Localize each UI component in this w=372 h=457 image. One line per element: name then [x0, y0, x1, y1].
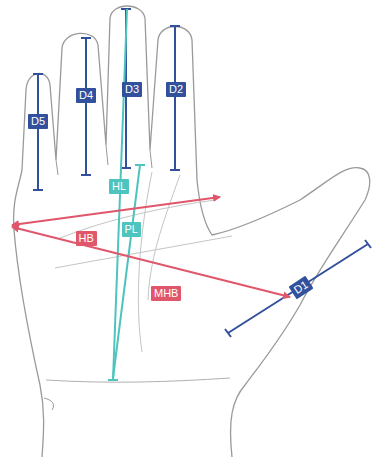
- finger-gap: [56, 145, 152, 175]
- measure-label: D2: [169, 83, 183, 96]
- measure-tag: D5: [28, 114, 48, 129]
- measure-tag: MHB: [151, 286, 181, 301]
- hand-outline: [14, 6, 370, 457]
- measure-tag: D4: [76, 88, 96, 103]
- wrist-mark: [44, 398, 54, 410]
- measure-label: D3: [125, 83, 139, 96]
- measure-tag: PL: [122, 222, 141, 237]
- measure-tag: D2: [166, 82, 186, 97]
- wrist-crease: [46, 378, 230, 382]
- breadth-lines: [12, 197, 290, 297]
- measure-label: MHB: [154, 287, 178, 300]
- length-lines: [108, 9, 145, 380]
- measure-label: HB: [79, 232, 94, 245]
- measure-tag: HL: [109, 179, 129, 194]
- measure-label: HL: [112, 180, 126, 193]
- measure-tag: D1: [289, 275, 314, 299]
- measure-tag: D3: [122, 82, 142, 97]
- measure-label: PL: [125, 223, 138, 236]
- measure-label: D4: [79, 89, 93, 102]
- finger-length-lines: [33, 9, 371, 337]
- measure-tag: HB: [76, 231, 97, 246]
- measure-label: D1: [292, 278, 311, 297]
- measure-label: D5: [31, 115, 45, 128]
